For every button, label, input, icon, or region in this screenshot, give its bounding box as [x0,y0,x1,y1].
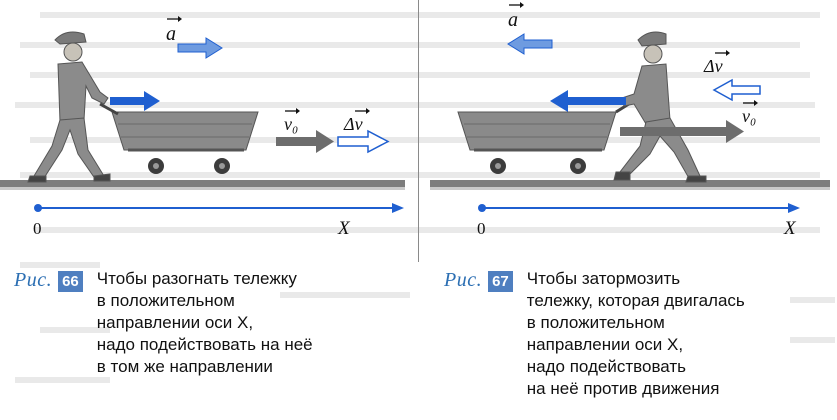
initial-velocity-arrow [620,120,744,143]
cart [99,102,259,174]
axis-x-label: X [337,218,351,239]
caption-line: на неё против движения [526,379,720,398]
figure-divider [418,0,419,262]
cart [457,100,633,174]
caption-line: направлении оси X, [526,335,684,354]
caption-line: Чтобы затормозить [526,269,681,288]
force-arrow [550,90,626,112]
caption-text: Чтобы затормозить тележку, которая двига… [527,268,745,400]
velocity-change-label: Δv [703,56,723,76]
caption-line: в том же направлении [96,357,273,376]
initial-velocity-arrow [276,130,334,153]
ground [0,180,405,187]
figure-67-svg: a Δv v₀ 0 X [430,2,830,239]
velocity-change-arrow [712,78,761,102]
x-axis [34,203,404,213]
velocity-change-label: Δv [343,114,363,134]
acceleration-label: a [166,23,176,45]
velocity-change-arrow [337,129,390,154]
worker-figure [27,31,111,183]
figure-label: Рис. [14,269,53,291]
worker-figure [613,31,707,183]
force-arrow [110,91,160,111]
caption-line: в положительном [526,313,665,332]
figure-66-svg: a v₀ Δv 0 X [0,16,405,239]
initial-velocity-label: v₀ [284,114,298,134]
caption-line: Чтобы разогнать тележку [96,269,297,288]
figure-label: Рис. [444,269,483,291]
axis-x-label: X [783,218,797,239]
axis-origin-label: 0 [33,219,42,238]
acceleration-label: a [508,9,518,31]
figure-66-illustration: a v₀ Δv 0 X [0,0,418,250]
acceleration-arrow [507,33,553,55]
caption-line: тележку, которая двигалась [526,291,745,310]
caption-text: Чтобы разогнать тележку в положительном … [97,268,313,378]
figure-67-illustration: a Δv v₀ 0 X [420,0,837,250]
caption-line: надо подействовать [526,357,687,376]
caption-line: в положительном [96,291,235,310]
caption-line: направлении оси X, [96,313,254,332]
figure-number-badge: 66 [58,271,83,292]
axis-origin-label: 0 [477,219,486,238]
ground [430,180,830,187]
figure-number-badge: 67 [488,271,513,292]
figure-66-caption: Рис. 66 Чтобы разогнать тележку в положи… [14,268,313,378]
acceleration-arrow [177,37,223,59]
caption-line: надо подействовать на неё [96,335,313,354]
initial-velocity-label: v₀ [742,106,756,126]
figure-67-caption: Рис. 67 Чтобы затормозить тележку, котор… [444,268,745,400]
x-axis [478,203,800,213]
